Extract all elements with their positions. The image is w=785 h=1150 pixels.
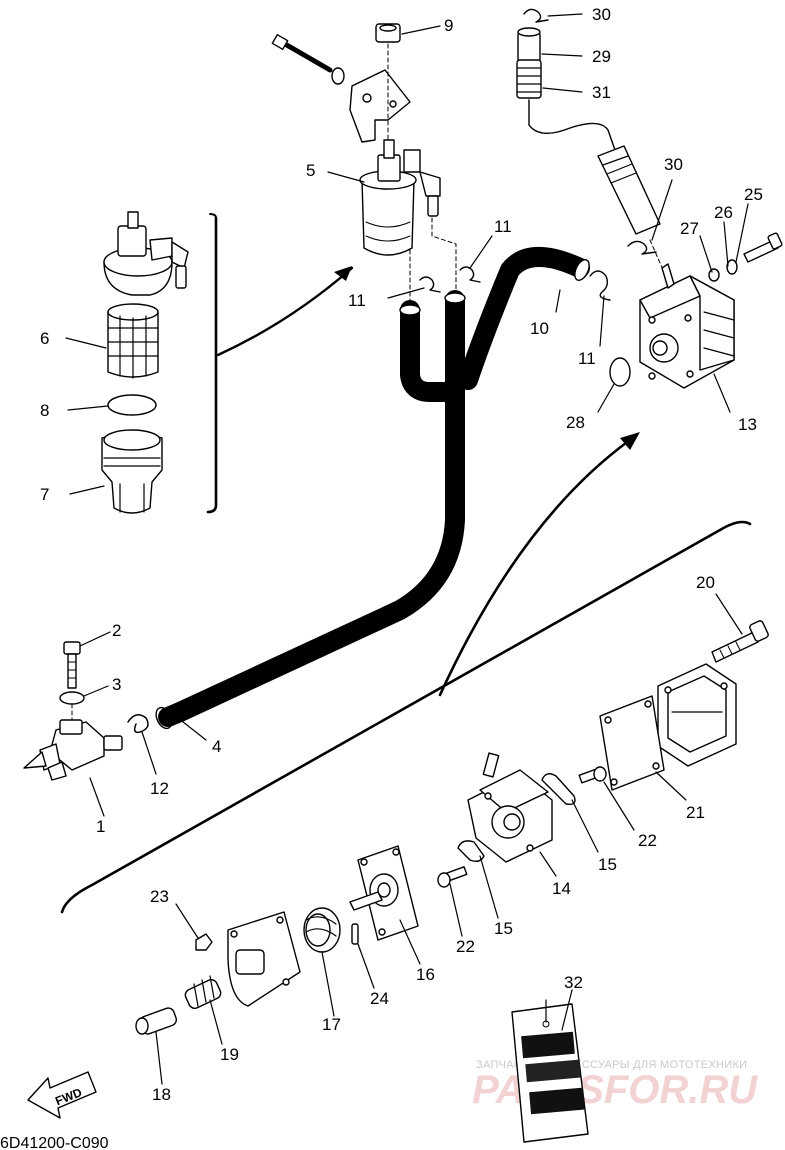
fuel-hose-4 [155,290,466,730]
inset-bracket [206,216,218,514]
inset-filter-head [103,211,189,296]
callout-27: 27 [680,219,699,238]
callout-30-lower: 30 [664,155,683,174]
part-17-spring [303,907,341,953]
part-22-screw-lower [437,866,468,888]
part-11-clip-pump [589,270,611,301]
part-30-clip-lower [627,240,657,255]
leader-lines [65,13,749,1085]
vent-hose-line [528,99,616,151]
mounting-bolt [271,33,345,85]
callout-16: 16 [416,965,435,984]
part-11-clip-right [459,266,481,283]
callout-10: 10 [530,319,549,338]
callout-4: 4 [212,737,221,756]
part-11-clip-left [419,276,441,293]
part-8-o-ring [107,394,157,416]
callout-9: 9 [444,16,453,35]
part-20-screw [711,620,769,663]
callout-30-top: 30 [592,5,611,24]
part-16-diaphragm-plate [349,845,419,941]
mounting-bracket [349,69,411,143]
part-25-screw [743,232,783,263]
callout-11-right: 11 [494,217,512,236]
callout-3: 3 [112,675,121,694]
part-28-o-ring [609,357,631,387]
inset-arrow-line [216,266,354,357]
part-18-plunger [135,1007,178,1035]
callout-1: 1 [96,817,105,836]
callout-24: 24 [370,989,389,1008]
inset-bracket-top [209,213,217,219]
part-24-pin [351,923,359,945]
callout-17: 17 [322,1015,341,1034]
callout-32: 32 [564,973,583,992]
callout-19: 19 [220,1045,239,1064]
part-3-washer [59,691,85,705]
part-27-washer [708,268,720,282]
section-arrow-line [438,438,632,697]
part-15-check-valve-lower [457,840,485,863]
callout-18: 18 [152,1085,171,1104]
part-31-spring-sleeve [516,59,542,99]
callout-11-pump: 11 [578,349,596,368]
callout-21: 21 [686,803,705,822]
callout-29: 29 [592,47,611,66]
part-13-fuel-pump [639,263,735,389]
callout-15-lower: 15 [494,919,513,938]
part-9-nut [375,23,401,43]
callout-26: 26 [714,203,733,222]
part-6-filter-element [107,303,159,379]
part-23-nut [195,933,213,951]
part-2-bolt [63,641,81,689]
callout-labels: 9 30 29 31 5 30 25 26 27 11 11 10 11 6 8… [40,5,763,1104]
part-32-label-tag [511,999,589,1143]
callout-20: 20 [696,573,715,592]
callout-5: 5 [306,161,315,180]
vent-hose-end [597,145,661,235]
part-26-washer [726,259,738,275]
forward-arrow-icon: FWD [27,1071,97,1119]
part-21-gasket [599,695,665,791]
part-12-clip [127,714,149,734]
callout-6: 6 [40,329,49,348]
callout-31: 31 [592,83,611,102]
callout-12: 12 [150,779,169,798]
callout-22-lower: 22 [456,937,475,956]
part-7-filter-cup [101,429,163,514]
callout-25: 25 [744,185,763,204]
part-30-clip-top [523,8,549,23]
callout-11-left: 11 [348,291,366,310]
callout-22-upper: 22 [638,831,657,850]
callout-14: 14 [552,879,571,898]
part-29-tube [517,27,541,63]
part-5-fuel-filter [359,139,441,256]
callout-8: 8 [40,401,49,420]
section-divider-line [60,520,752,914]
fuel-hose-10 [458,247,590,390]
part-15-check-valve-upper [541,773,576,806]
callout-28: 28 [566,413,585,432]
pump-cover-plate [657,663,737,767]
part-22-screw-upper [578,766,607,784]
callout-7: 7 [40,485,49,504]
part-19-spring [184,975,222,1009]
inset-arrow-head [334,266,352,281]
diagram-code: 6D41200-C090 [0,1135,109,1150]
callout-23: 23 [150,887,169,906]
callout-15-upper: 15 [598,855,617,874]
callout-2: 2 [112,621,121,640]
part-14-pump-body [467,752,553,863]
part-1-fuel-connector [23,719,123,781]
callout-13: 13 [738,415,757,434]
lower-pump-chamber [227,911,301,1007]
section-arrow-head [620,432,640,450]
watermark-brand: PARTSFOR.RU [472,1068,758,1112]
